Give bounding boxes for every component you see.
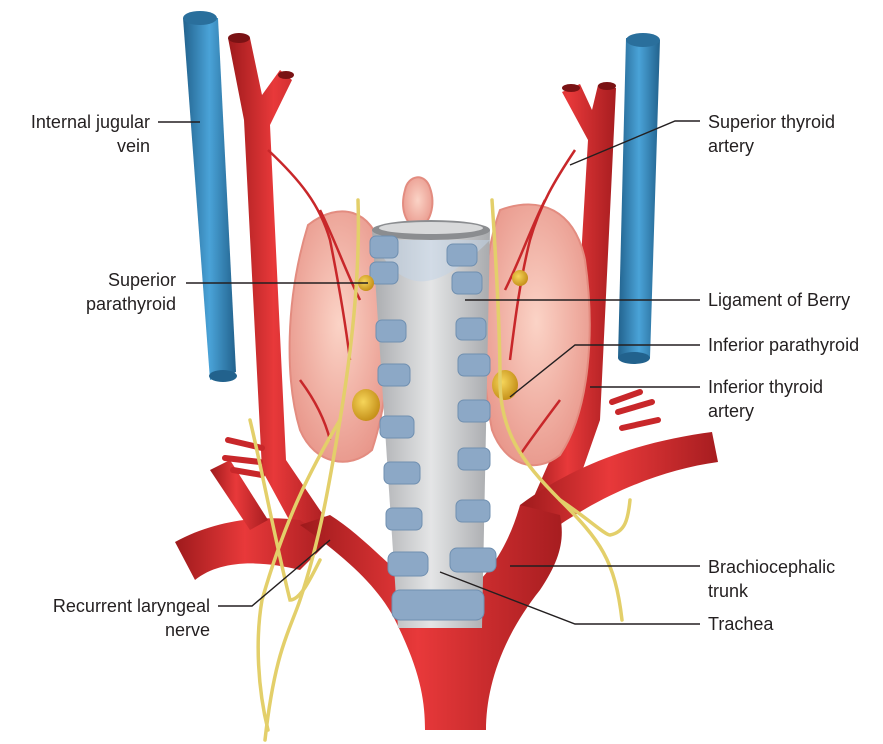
internal-jugular-vein-right xyxy=(618,33,660,364)
label-brachiocephalic-trunk: Brachiocephalic trunk xyxy=(708,555,835,603)
label-inferior-thyroid-artery: Inferior thyroid artery xyxy=(708,375,823,423)
label-ligament-of-berry: Ligament of Berry xyxy=(708,288,850,312)
label-recurrent-laryngeal-nerve: Recurrent laryngeal nerve xyxy=(0,594,210,642)
label-internal-jugular-vein: Internal jugular vein xyxy=(0,110,150,158)
label-inferior-parathyroid: Inferior parathyroid xyxy=(708,333,859,357)
internal-jugular-vein-left xyxy=(183,11,237,382)
label-superior-thyroid-artery: Superior thyroid artery xyxy=(708,110,835,158)
label-superior-parathyroid: Superior parathyroid xyxy=(0,268,176,316)
label-trachea: Trachea xyxy=(708,612,773,636)
